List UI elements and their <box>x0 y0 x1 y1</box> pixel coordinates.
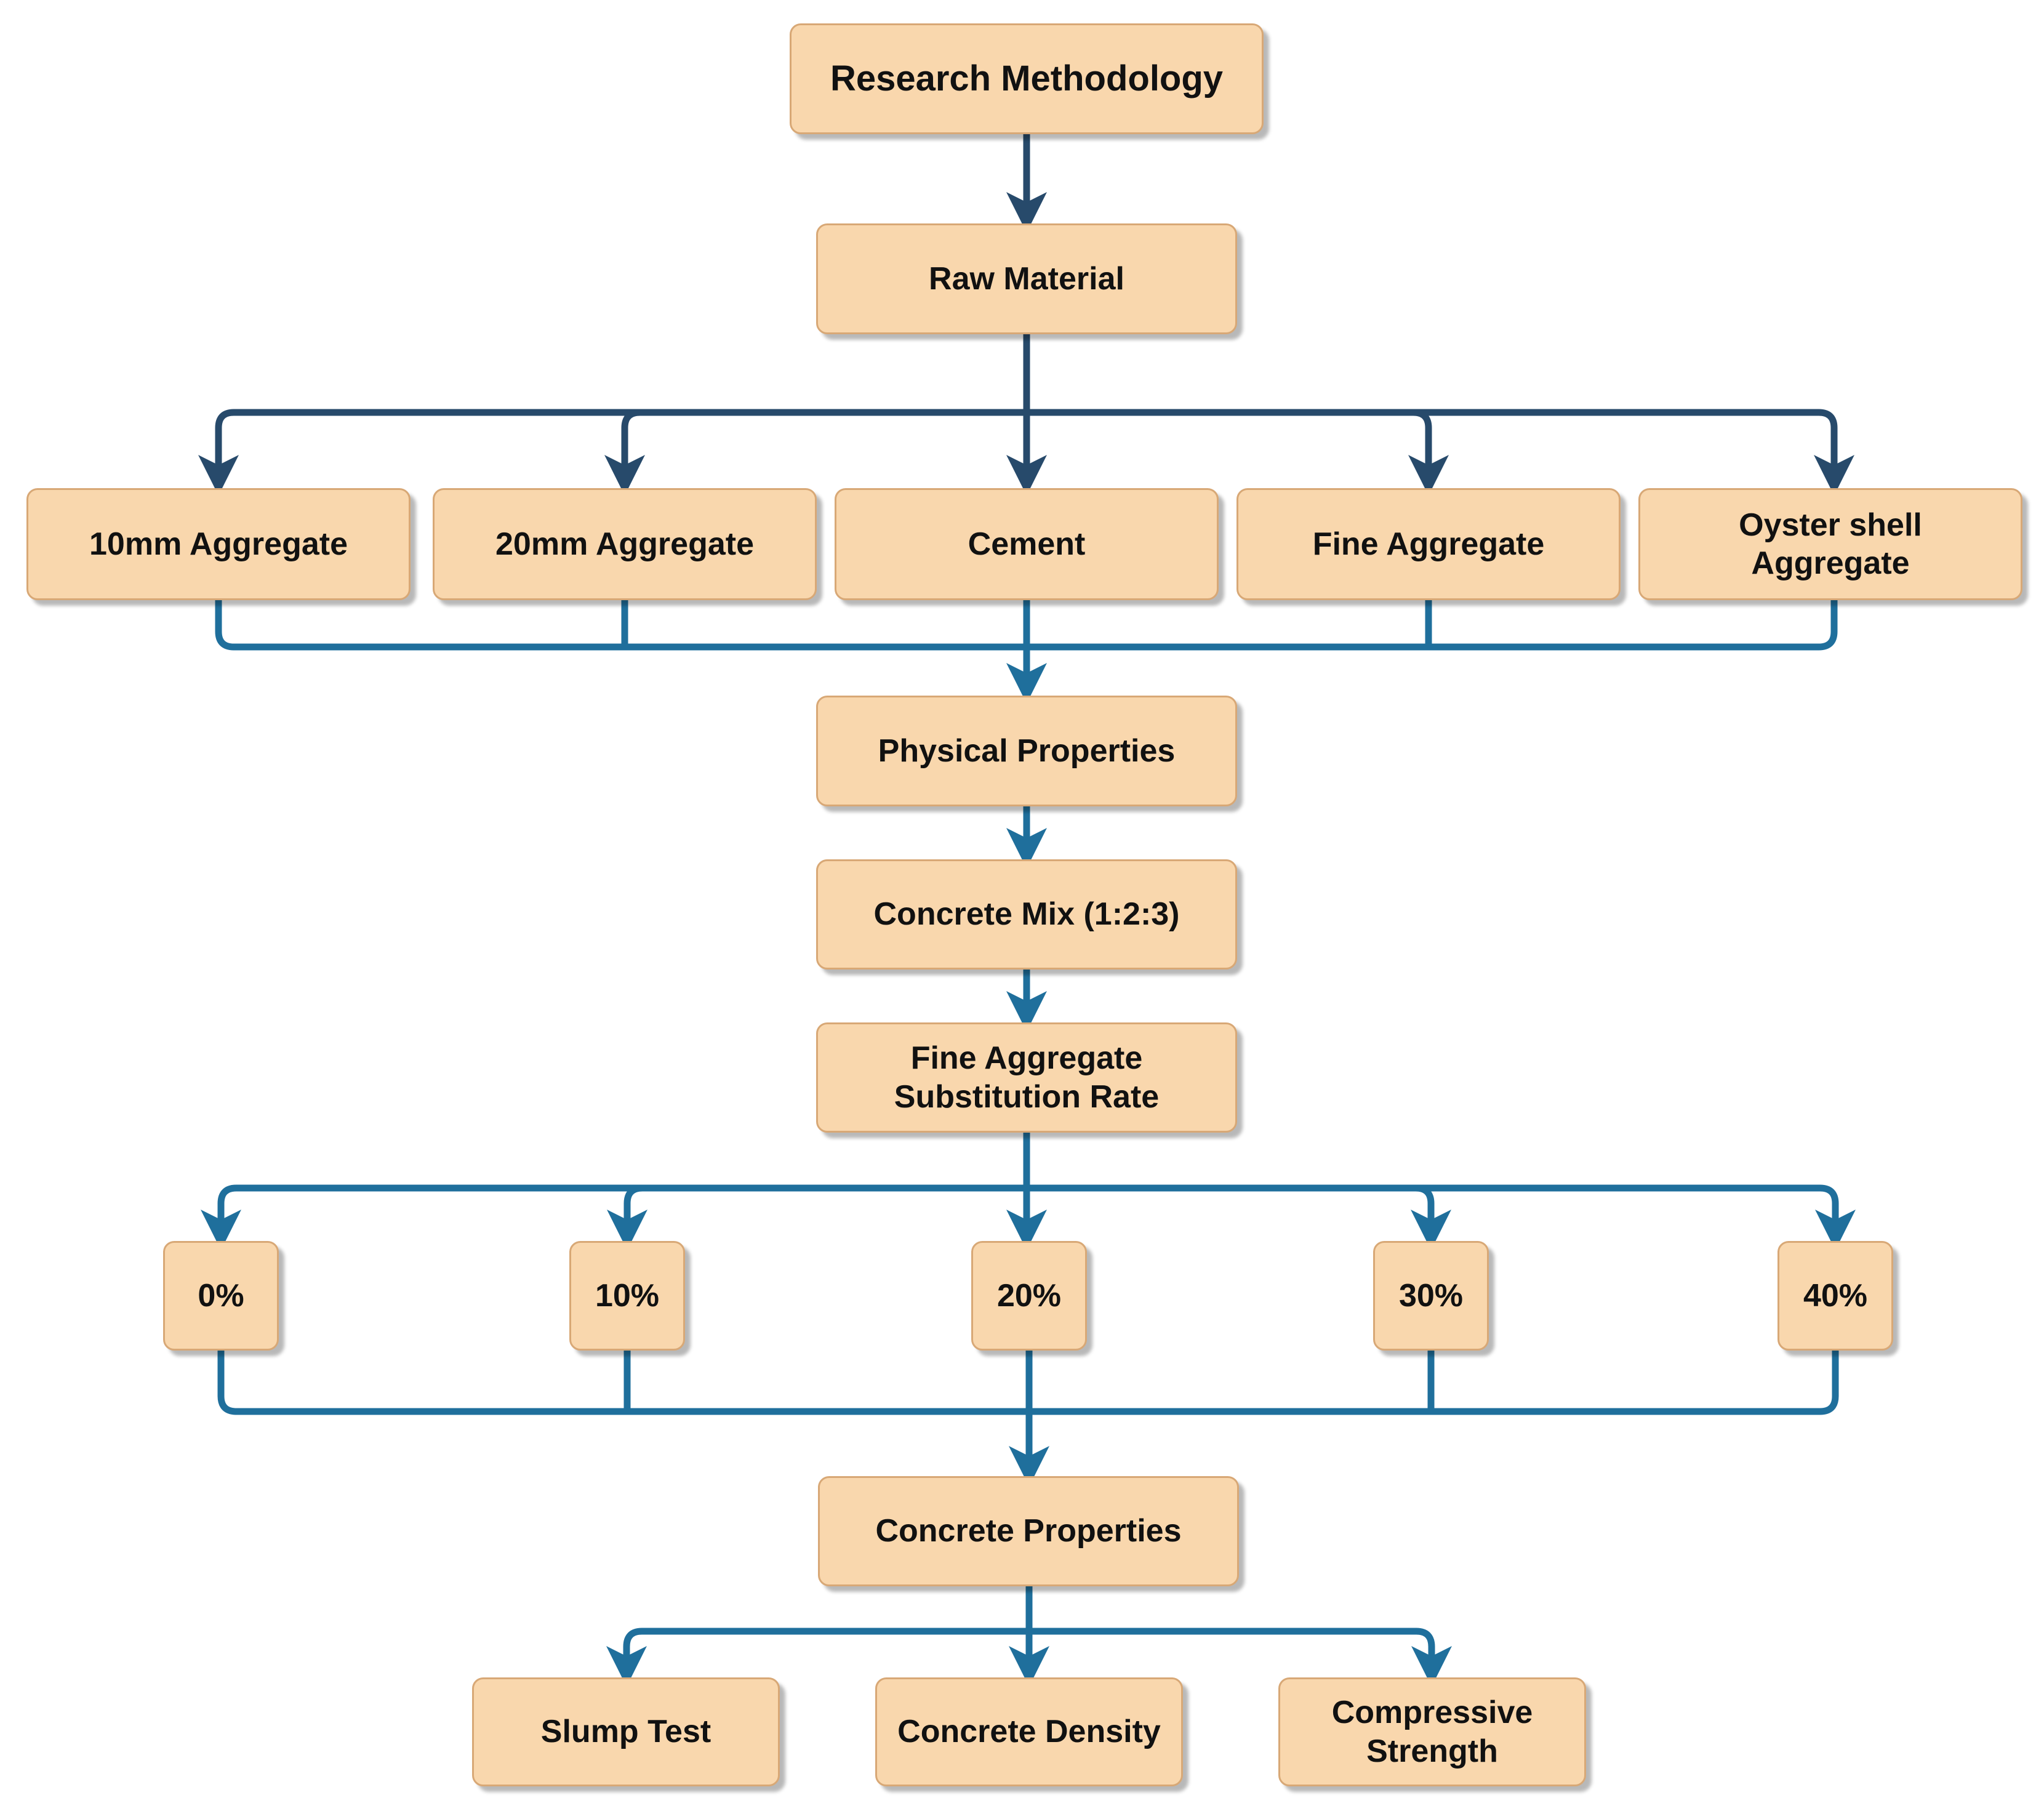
test-label: Concrete Density <box>897 1714 1161 1750</box>
material-fine-aggregate-node: Fine Aggregate <box>1236 488 1621 600</box>
rate-30-node: 30% <box>1373 1241 1489 1351</box>
connector-raw-to-materials <box>198 334 1854 496</box>
material-10mm-aggregate-node: 10mm Aggregate <box>26 488 411 600</box>
slump-test-node: Slump Test <box>472 1677 780 1786</box>
rate-10-node: 10% <box>569 1241 685 1351</box>
substitution-rate-node: Fine Aggregate Substitution Rate <box>816 1022 1237 1133</box>
connector-properties-to-tests <box>606 1586 1452 1687</box>
connector-rates-to-properties <box>217 1351 1839 1487</box>
rate-label: 40% <box>1803 1277 1868 1314</box>
material-oyster-shell-aggregate-node: Oyster shell Aggregate <box>1638 488 2022 600</box>
research-methodology-node: Research Methodology <box>790 23 1264 134</box>
material-label: Fine Aggregate <box>1312 526 1545 562</box>
concrete-properties-node: Concrete Properties <box>818 1476 1239 1586</box>
material-label: 20mm Aggregate <box>495 526 754 562</box>
material-cement-node: Cement <box>835 488 1219 600</box>
compressive-strength-node: Compressive Strength <box>1278 1677 1586 1786</box>
raw-material-node: Raw Material <box>816 223 1237 334</box>
rate-label: 20% <box>996 1277 1062 1314</box>
concrete-density-node: Concrete Density <box>875 1677 1183 1786</box>
concrete-mix-label: Concrete Mix (1:2:3) <box>873 896 1180 933</box>
material-20mm-aggregate-node: 20mm Aggregate <box>433 488 817 600</box>
concrete-mix-node: Concrete Mix (1:2:3) <box>816 859 1237 970</box>
rate-label: 10% <box>595 1277 660 1314</box>
material-label: Oyster shell Aggregate <box>1739 507 1922 581</box>
connector-substitution-to-rates <box>201 1133 1856 1250</box>
raw-material-label: Raw Material <box>929 260 1124 297</box>
rate-40-node: 40% <box>1777 1241 1893 1351</box>
physical-properties-label: Physical Properties <box>878 733 1176 769</box>
rate-label: 0% <box>198 1277 244 1314</box>
material-label: 10mm Aggregate <box>89 526 348 562</box>
test-label: Slump Test <box>540 1714 711 1750</box>
substitution-rate-label: Fine Aggregate Substitution Rate <box>894 1040 1160 1115</box>
connector-materials-to-physical <box>215 600 1838 704</box>
concrete-properties-label: Concrete Properties <box>875 1513 1182 1549</box>
rate-0-node: 0% <box>163 1241 279 1351</box>
material-label: Cement <box>968 526 1086 562</box>
research-methodology-label: Research Methodology <box>830 58 1224 99</box>
rate-label: 30% <box>1398 1277 1464 1314</box>
rate-20-node: 20% <box>971 1241 1087 1351</box>
test-label: Compressive Strength <box>1331 1695 1533 1769</box>
physical-properties-node: Physical Properties <box>816 696 1237 806</box>
